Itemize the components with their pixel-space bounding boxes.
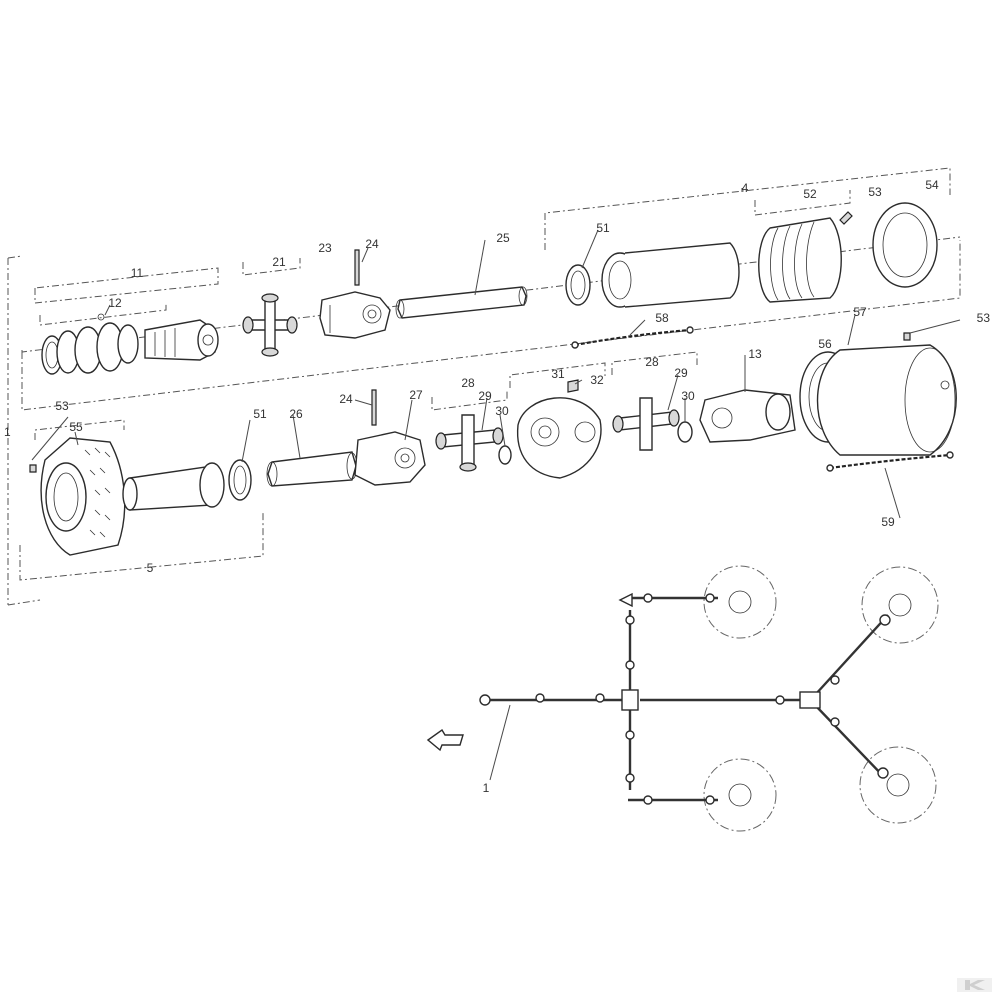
part-24-pin-upper (354, 249, 360, 286)
callout-23: 23 (318, 241, 332, 255)
callout-31: 31 (551, 367, 565, 381)
part-24-pin-lower (371, 389, 377, 426)
part-12-seal-rings (41, 313, 139, 375)
callout-29: 29 (674, 366, 688, 380)
callout-1: 1 (483, 781, 490, 795)
callout-4: 4 (742, 181, 749, 195)
callout-28: 28 (645, 355, 659, 369)
callout-53: 53 (55, 399, 69, 413)
callout-52: 52 (803, 187, 817, 201)
part-31-wide-angle-joint (516, 397, 602, 479)
part-55-drive-guard-cone (40, 437, 126, 556)
callout-57: 57 (853, 305, 867, 319)
brand-logo (957, 978, 992, 992)
callout-1: 1 (4, 425, 11, 439)
part-28-cross-kit-right (612, 397, 693, 451)
callout-29: 29 (478, 389, 492, 403)
part-54-cone-ring (872, 202, 938, 288)
assembly-frames (7, 167, 961, 606)
part-28-cross-kit-left (435, 414, 512, 472)
callout-32: 32 (590, 373, 604, 387)
callout-51: 51 (253, 407, 267, 421)
part-53-screw-right (903, 332, 911, 341)
callout-21: 21 (272, 255, 286, 269)
part-4-guard-tube (601, 242, 740, 308)
callout-54: 54 (925, 178, 939, 192)
callout-26: 26 (289, 407, 303, 421)
callout-24: 24 (365, 237, 379, 251)
callout-58: 58 (655, 311, 669, 325)
part-51-bearing-ring-upper (565, 264, 591, 306)
part-27-yoke (354, 431, 426, 486)
part-5-outer-tube (122, 465, 213, 511)
callout-30: 30 (681, 389, 695, 403)
part-32-grease-nipple (567, 379, 579, 393)
part-13-yoke (699, 389, 796, 443)
callout-30: 30 (495, 404, 509, 418)
callout-55: 55 (69, 420, 83, 434)
callout-59: 59 (881, 515, 895, 529)
callout-13: 13 (748, 347, 762, 361)
part-23-yoke (319, 291, 391, 339)
part-53-screw-left (29, 464, 37, 473)
part-59-chain (826, 451, 954, 472)
callout-24: 24 (339, 392, 353, 406)
part-51-bearing-ring-lower (199, 459, 252, 508)
callout-27: 27 (409, 388, 423, 402)
part-26-profile-tube (266, 451, 358, 487)
callout-56: 56 (818, 337, 832, 351)
callout-53: 53 (868, 185, 882, 199)
layout-schematic (479, 565, 939, 832)
callout-labels: 4 52 53 54 11 21 23 24 25 51 12 58 57 53… (4, 178, 990, 795)
part-58-chain (571, 326, 694, 349)
callout-53: 53 (977, 311, 991, 325)
leader-lines (31, 188, 961, 781)
callout-5: 5 (147, 561, 154, 575)
part-21-cross-kit (242, 293, 298, 357)
callout-11: 11 (131, 266, 144, 280)
callout-12: 12 (108, 296, 122, 310)
part-57-guard-cone (816, 344, 957, 456)
part-53-screw-upper (839, 211, 853, 225)
part-52-bellows (758, 217, 842, 303)
callout-25: 25 (496, 231, 510, 245)
callout-28: 28 (461, 376, 475, 390)
part-11-yoke (144, 319, 219, 361)
direction-arrow-icon (426, 728, 464, 752)
callout-51: 51 (596, 221, 610, 235)
part-25-inner-tube (395, 286, 528, 319)
